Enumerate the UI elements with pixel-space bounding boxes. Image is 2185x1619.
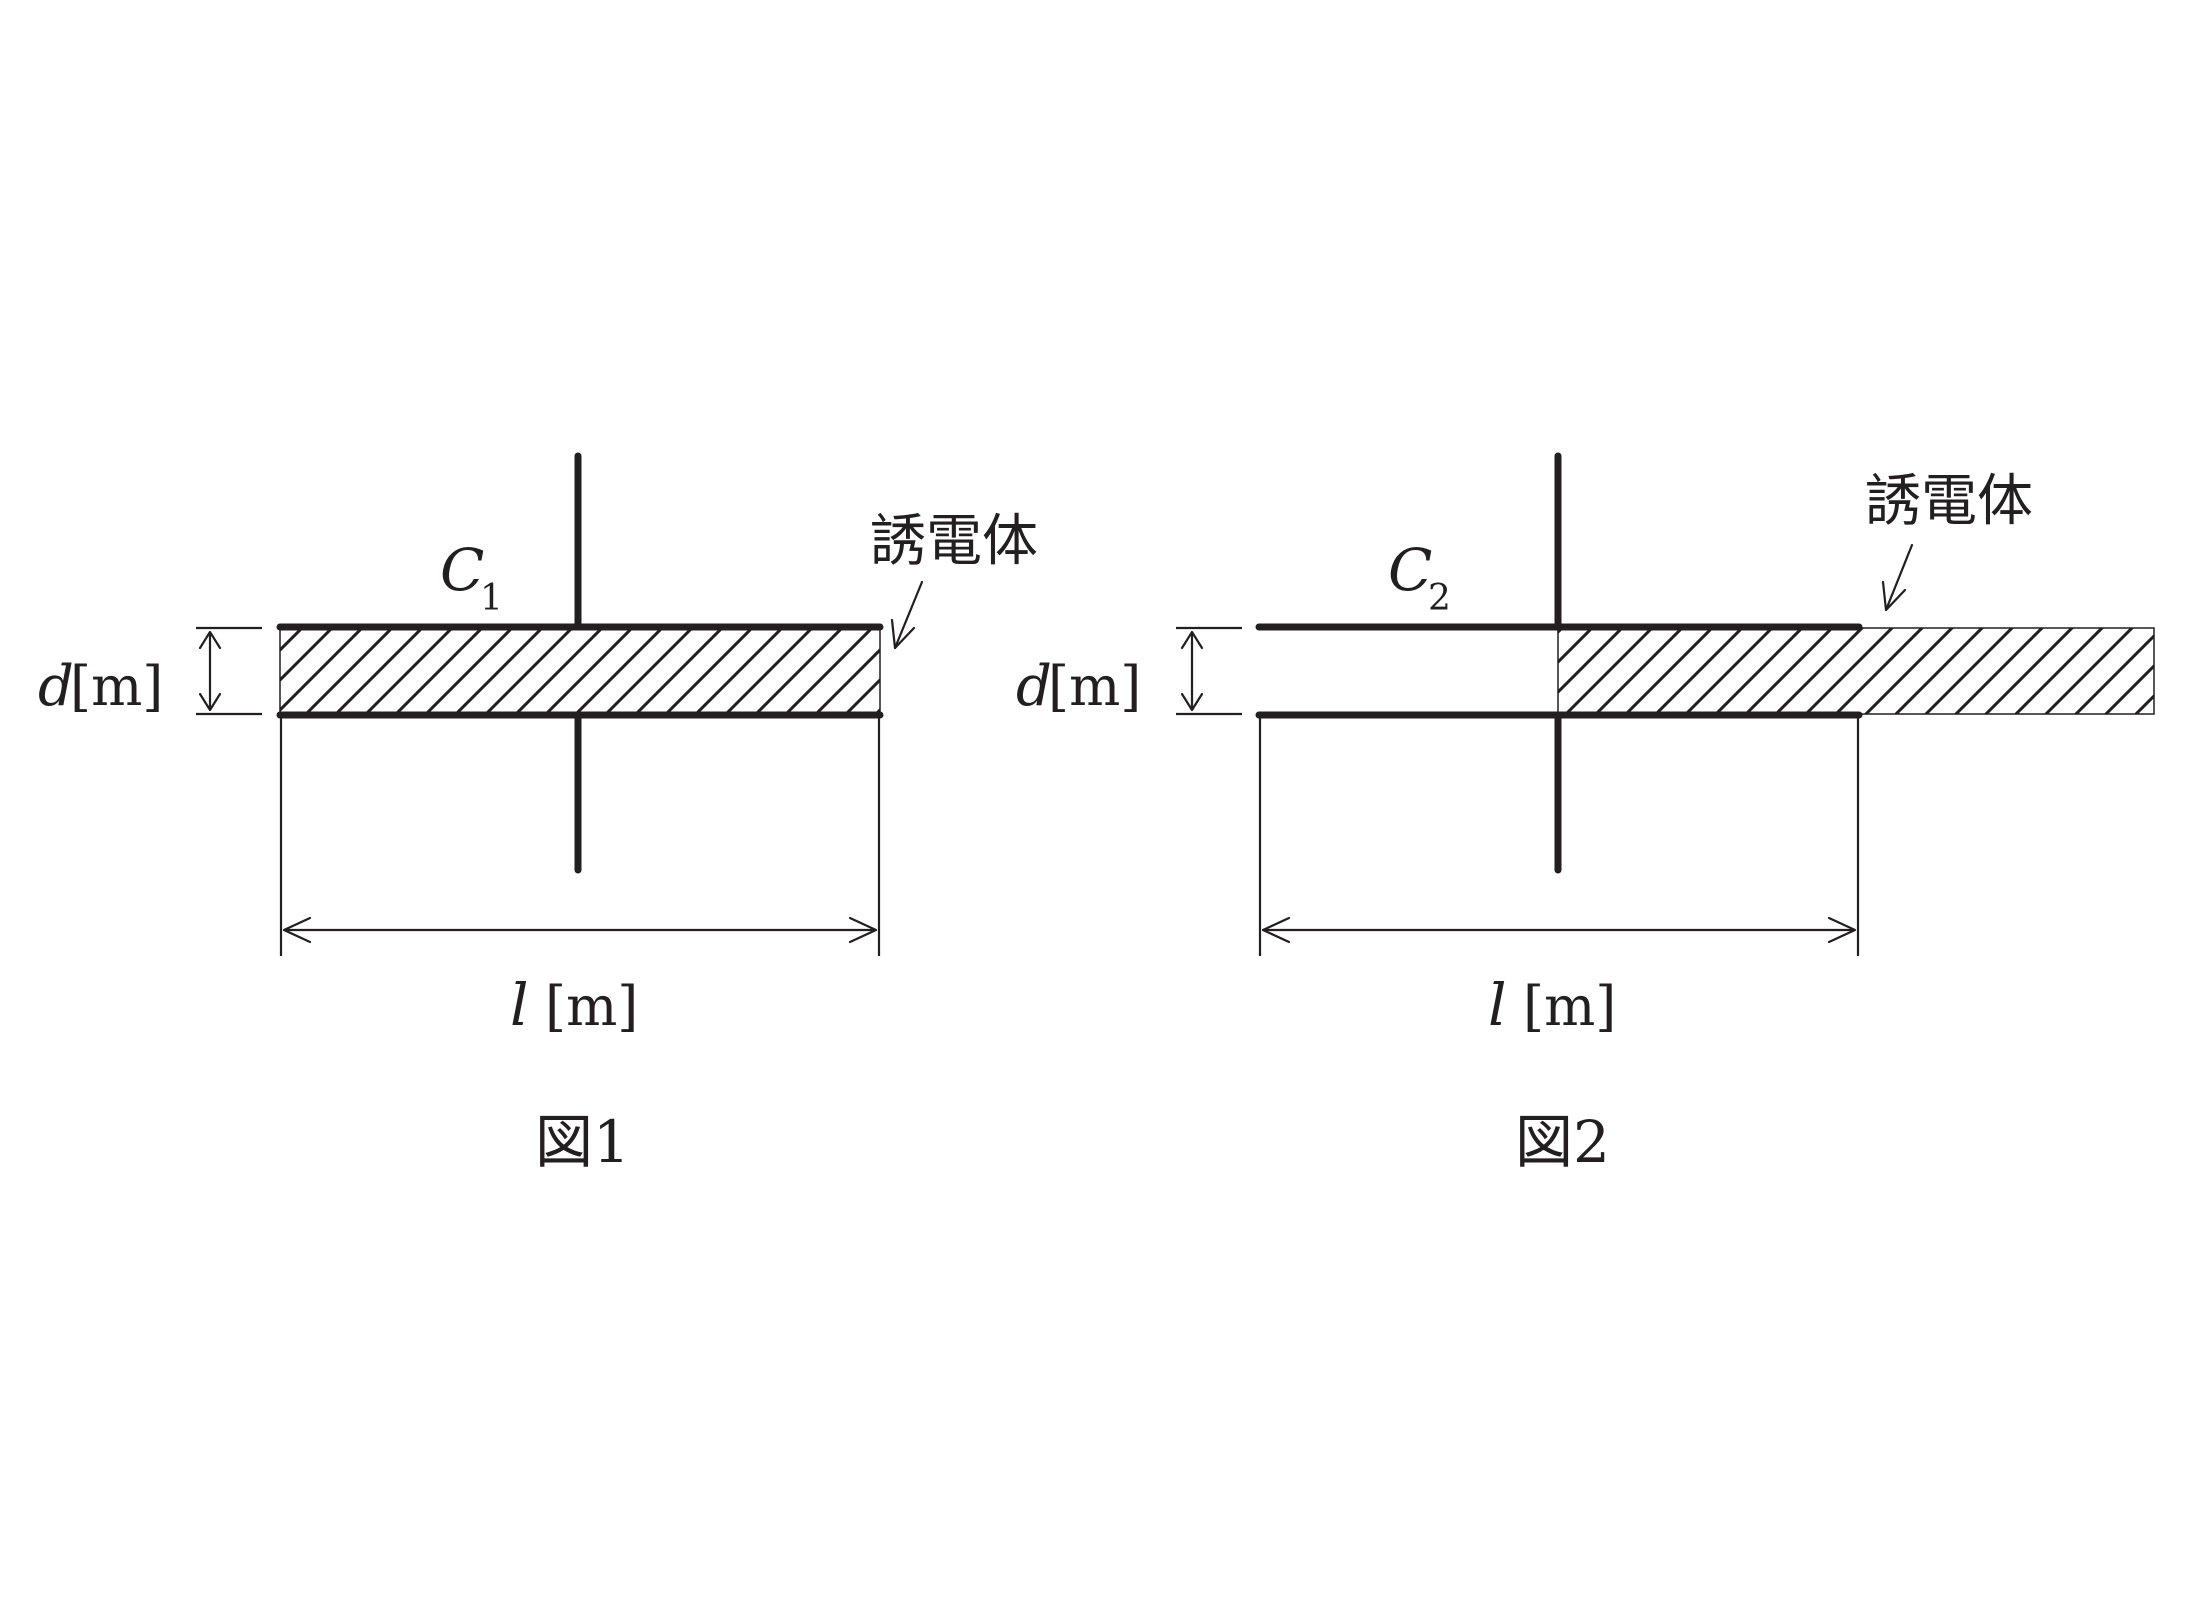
fig2-dielectric xyxy=(1557,627,2155,715)
fig1-length-var: l xyxy=(510,971,529,1039)
fig1-dielectric-label: 誘電体 xyxy=(870,509,1038,574)
figure-2: C 2 誘電体 d [m] l [m] 図2 xyxy=(1016,452,2155,1176)
fig2-gap-var: d xyxy=(1016,654,1052,719)
fig1-gap-unit: [m] xyxy=(70,655,163,718)
fig1-dielectric xyxy=(279,627,881,715)
fig2-gap-dimension xyxy=(1176,626,1242,716)
fig2-caption: 図2 xyxy=(1515,1108,1610,1176)
fig1-capacitor-symbol: C xyxy=(440,536,484,604)
figure-1: C 1 誘電体 d [m] l [m] 図1 xyxy=(38,452,1038,1176)
fig1-length-dimension xyxy=(279,716,881,956)
fig2-length-var: l xyxy=(1488,971,1507,1039)
fig2-length-unit: [m] xyxy=(1523,975,1616,1038)
fig2-gap-unit: [m] xyxy=(1048,655,1141,718)
fig1-dielectric-arrow-icon xyxy=(890,580,924,650)
fig1-gap-dimension xyxy=(196,626,262,716)
fig2-capacitor-symbol: C xyxy=(1388,536,1432,604)
fig1-gap-var: d xyxy=(38,654,74,719)
fig2-dielectric-label: 誘電体 xyxy=(1865,469,2033,534)
fig2-dielectric-arrow-icon xyxy=(1881,543,1914,612)
fig1-capacitor-subscript: 1 xyxy=(480,578,503,619)
fig2-length-dimension xyxy=(1258,716,1860,956)
fig1-caption: 図1 xyxy=(535,1108,630,1176)
fig2-capacitor-subscript: 2 xyxy=(1428,578,1451,619)
fig1-length-unit: [m] xyxy=(545,975,638,1038)
